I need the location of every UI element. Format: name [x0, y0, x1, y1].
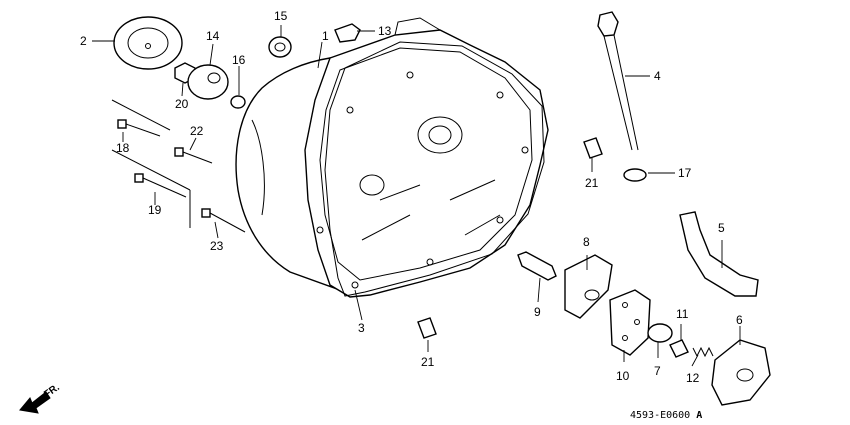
- callout-2: 2: [80, 34, 87, 48]
- callout-11: 11: [676, 307, 689, 321]
- part-21-dowel-pin-upper: [583, 137, 603, 159]
- callout-5: 5: [718, 221, 725, 235]
- callout-22: 22: [190, 124, 204, 138]
- callout-16: 16: [232, 53, 246, 67]
- part-15-oil-seal: [268, 36, 292, 58]
- part-2-cap: [113, 16, 183, 70]
- part-18-bolt: [117, 119, 161, 137]
- front-direction-arrow: [19, 391, 51, 414]
- part-17-o-ring: [623, 168, 647, 182]
- callout-12: 12: [686, 371, 700, 385]
- part-11-pin: [669, 339, 689, 358]
- leader-lines: [92, 25, 741, 367]
- callout-13: 13: [378, 24, 392, 38]
- part-7-ring: [647, 323, 673, 343]
- callout-10: 10: [616, 369, 630, 383]
- part-4-dipstick: [597, 11, 639, 151]
- callout-7: 7: [654, 364, 661, 378]
- part-14-plate: [187, 64, 229, 100]
- callout-20: 20: [175, 97, 189, 111]
- part-8-cam-plate: [564, 254, 613, 319]
- bolt-group-bracket: [111, 99, 191, 228]
- callout-15: 15: [274, 9, 288, 23]
- callout-23: 23: [210, 239, 224, 253]
- part-22-bolt: [174, 147, 213, 164]
- part-19-bolt: [134, 173, 187, 198]
- callout-8: 8: [583, 235, 590, 249]
- part-10-lifter-plate: [609, 289, 651, 356]
- part-1-crankcase-cover: [235, 17, 549, 298]
- callout-1: 1: [322, 29, 329, 43]
- callout-3: 3: [358, 321, 365, 335]
- part-23-bolt: [201, 208, 246, 233]
- callout-4: 4: [654, 69, 661, 83]
- callout-18: 18: [116, 141, 130, 155]
- callout-17: 17: [678, 166, 692, 180]
- part-6-cover-plate: [711, 339, 771, 406]
- callout-labels: 1 2 3 4 5 6 7 8 9 10 11 12 13 14 15 16 1…: [80, 9, 743, 385]
- part-9-stud: [517, 251, 557, 281]
- part-13-clamp: [334, 23, 361, 43]
- revision-letter: A: [696, 410, 702, 421]
- callout-14: 14: [206, 29, 220, 43]
- part-5-pipe: [679, 211, 759, 297]
- part-12-spring: [692, 346, 714, 358]
- callout-21-upper: 21: [585, 176, 599, 190]
- callout-9: 9: [534, 305, 541, 319]
- callout-19: 19: [148, 203, 162, 217]
- callout-6: 6: [736, 313, 743, 327]
- part-3-gasket: [324, 41, 545, 297]
- part-21-dowel-pin-lower: [417, 317, 437, 339]
- part-16-o-ring: [230, 95, 246, 109]
- callout-21-lower: 21: [421, 355, 435, 369]
- drawing-code: 4593-E0600 A: [630, 410, 702, 421]
